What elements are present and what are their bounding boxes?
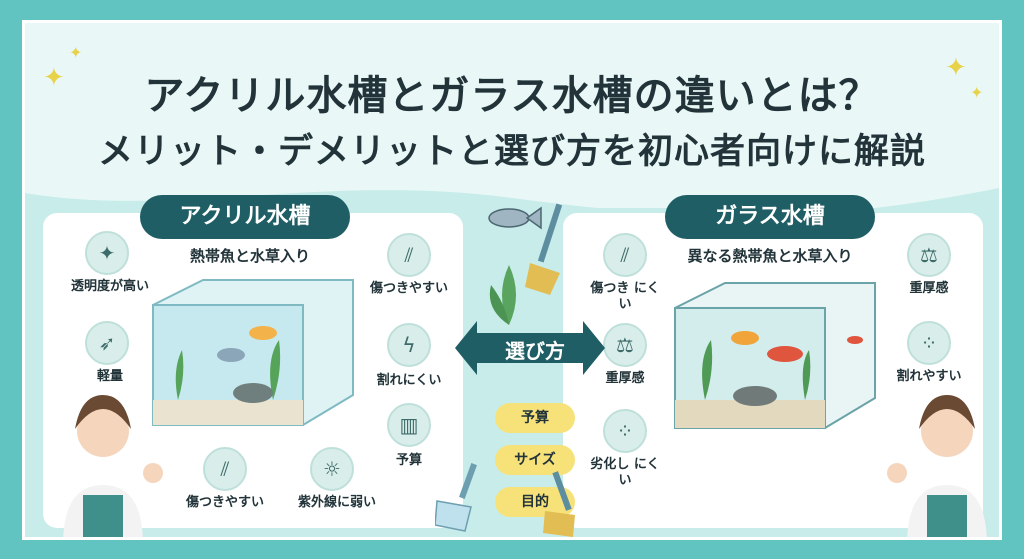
feature-degrade: 劣化し にくい [590, 457, 660, 488]
crack-icon: ϟ [387, 323, 431, 367]
aquatic-plant-icon [489, 265, 516, 325]
infographic-canvas: アクリル水槽とガラス水槽の違いとは？ メリット・デメリットと選び方を初心者向けに… [22, 20, 1002, 540]
brush-icon [525, 203, 563, 295]
guide-person-left [63, 395, 163, 537]
weight-icon: ⚖ [907, 233, 951, 277]
dots-icon: ⁘ [907, 321, 951, 365]
dots-icon: ⁘ [603, 409, 647, 453]
acrylic-tank-illustration [152, 279, 354, 426]
scratch-icon: ⫽ [203, 447, 247, 491]
feature-heavy-right: 重厚感 [909, 281, 949, 296]
glass-heading: ガラス水槽 [665, 195, 875, 239]
chip-budget: 予算 [495, 403, 575, 433]
weight-icon: ⚖ [603, 323, 647, 367]
page-subtitle: メリット・デメリットと選び方を初心者向けに解説 [97, 132, 926, 172]
page-title: アクリル水槽とガラス水槽の違いとは？ [144, 73, 880, 119]
sparkle-icon: ✦ [970, 83, 984, 102]
feather-icon: ➶ [85, 321, 129, 365]
choose-arrow [455, 321, 605, 375]
feature-hard-to-break: 割れにくい [376, 373, 442, 388]
glass-tank-illustration [674, 282, 876, 429]
sparkle-icon: ✦ [69, 43, 83, 62]
ruler-icon: ▥ [387, 403, 431, 447]
sparkle-icon: ✦ [85, 231, 129, 275]
feature-uv-weak: 紫外線に弱い [297, 495, 376, 510]
glass-caption: 異なる熱帯魚と水草入り [687, 247, 853, 265]
chip-size: サイズ [495, 445, 575, 475]
feature-light: 軽量 [96, 369, 123, 384]
sparkle-icon: ✦ [43, 63, 65, 93]
feature-budget: 予算 [395, 453, 422, 468]
feature-heavy-left: 重厚感 [605, 371, 645, 386]
feature-breakable: 割れやすい [896, 369, 962, 384]
feature-scratch-hard: 傷つき にくい [590, 281, 660, 312]
sun-icon: ☼ [310, 447, 354, 491]
scratch-icon: ⫽ [603, 233, 647, 277]
choose-label: 選び方 [505, 339, 565, 363]
fish-icon [488, 206, 542, 230]
feature-clarity: 透明度が高い [70, 279, 149, 294]
scoop-icon [435, 463, 477, 532]
feature-scratch-bottom: 傷つきやすい [185, 495, 264, 510]
feature-scratch-easy: 傷つきやすい [369, 281, 448, 296]
brush-icon [543, 471, 575, 537]
acrylic-caption: 熱帯魚と水草入り [189, 247, 310, 265]
guide-person-right [887, 395, 987, 537]
sparkle-icon: ✦ [945, 53, 967, 83]
title-zone [25, 23, 999, 208]
scratch-icon: ⫽ [387, 233, 431, 277]
acrylic-heading: アクリル水槽 [140, 195, 350, 239]
